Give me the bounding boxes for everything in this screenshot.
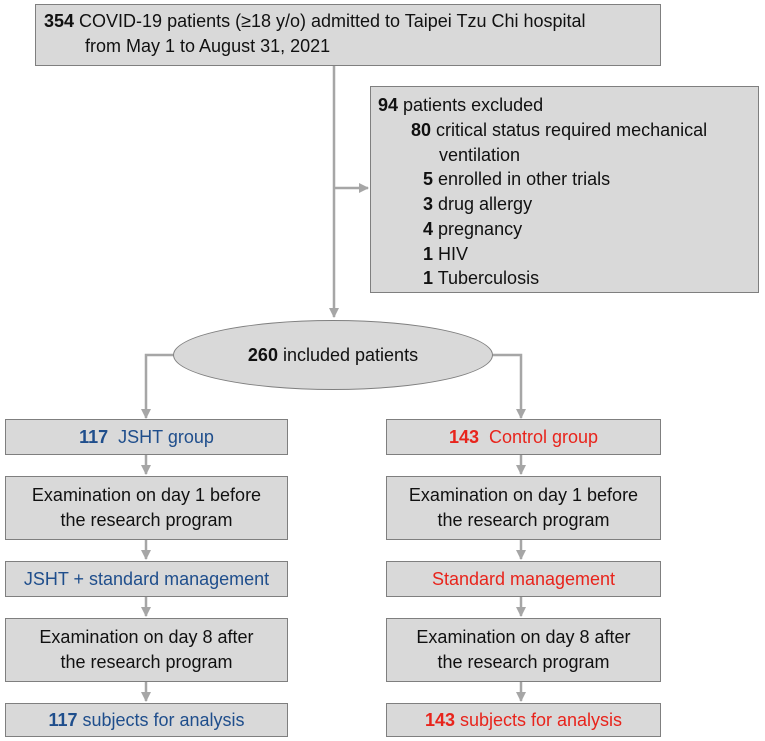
- jsht-group-label: JSHT group: [108, 426, 214, 447]
- excluded-item-text: Tuberculosis: [433, 268, 540, 288]
- jsht-treatment-box: JSHT + standard management: [5, 561, 288, 597]
- arrow-to-control-group: [493, 353, 526, 419]
- control-group-count: 143: [448, 426, 479, 447]
- excluded-item-count: 1: [423, 268, 434, 288]
- excluded-item-text: ventilation: [439, 145, 521, 165]
- excluded-item: 1 HIV: [423, 242, 468, 267]
- control-analysis-box: 143 subjects for analysis: [386, 703, 661, 737]
- excluded-item-count: 5: [423, 169, 434, 189]
- jsht-group-box: 117 JSHT group: [5, 419, 288, 455]
- enrolled-count: 354: [44, 11, 75, 31]
- excluded-item-count: 80: [411, 120, 432, 140]
- enrolled-patients-box: 354 COVID-19 patients (≥18 y/o) admitted…: [35, 4, 661, 66]
- excluded-item: 4 pregnancy: [423, 217, 522, 242]
- enrolled-description: COVID-19 patients (≥18 y/o) admitted to …: [74, 11, 586, 31]
- excluded-item: 1 Tuberculosis: [423, 266, 539, 291]
- jsht-analysis-text: 117 subjects for analysis: [48, 708, 244, 733]
- control-group-box: 143 Control group: [386, 419, 661, 455]
- excluded-label: patients excluded: [398, 95, 544, 115]
- jsht-group-text: 117 JSHT group: [79, 425, 214, 450]
- exam-day1-line: Examination on day 1 before: [31, 485, 262, 505]
- jsht-exam-day1-box: Examination on day 1 before the research…: [5, 476, 288, 540]
- excluded-item: 80 critical status required mechanical: [411, 118, 707, 143]
- exam-day1-line: the research program: [437, 510, 610, 530]
- excluded-item-continuation: ventilation: [439, 143, 520, 168]
- excluded-item-text: pregnancy: [433, 219, 523, 239]
- control-treatment-box: Standard management: [386, 561, 661, 597]
- control-analysis-label: subjects for analysis: [454, 709, 623, 730]
- jsht-group-count: 117: [79, 426, 109, 447]
- control-treatment-label: Standard management: [431, 568, 616, 589]
- included-text: 260 included patients: [248, 345, 418, 366]
- jsht-treatment-label: JSHT + standard management: [23, 568, 270, 589]
- jsht-analysis-count: 117: [48, 709, 78, 730]
- included-label: included patients: [277, 344, 419, 365]
- control-exam-day8-box: Examination on day 8 after the research …: [386, 618, 661, 682]
- arrow-to-jsht-group: [141, 353, 173, 419]
- exam-day1-line: Examination on day 1 before: [408, 485, 639, 505]
- excluded-patients-box: 94 patients excluded 80 critical status …: [370, 86, 759, 293]
- enrolled-line-2: from May 1 to August 31, 2021: [85, 36, 331, 56]
- included-patients-ellipse: 260 included patients: [173, 320, 493, 390]
- jsht-analysis-label: subjects for analysis: [77, 709, 245, 730]
- exam-day8-line: Examination on day 8 after: [39, 627, 254, 647]
- control-analysis-count: 143: [424, 709, 455, 730]
- control-analysis-text: 143 subjects for analysis: [425, 708, 622, 733]
- excluded-item: 5 enrolled in other trials: [423, 167, 610, 192]
- excluded-item-text: critical status required mechanical: [431, 120, 708, 140]
- exam-day8-line: the research program: [60, 652, 233, 672]
- excluded-count: 94: [378, 95, 399, 115]
- excluded-item-text: HIV: [433, 244, 469, 264]
- excluded-item-count: 3: [423, 194, 434, 214]
- excluded-item: 3 drug allergy: [423, 192, 532, 217]
- included-count: 260: [247, 344, 278, 365]
- exam-day8-line: the research program: [437, 652, 610, 672]
- control-group-text: 143 Control group: [449, 425, 598, 450]
- jsht-exam-day8-box: Examination on day 8 after the research …: [5, 618, 288, 682]
- jsht-analysis-box: 117 subjects for analysis: [5, 703, 288, 737]
- exam-day1-line: the research program: [60, 510, 233, 530]
- excluded-item-text: drug allergy: [433, 194, 533, 214]
- control-group-label: Control group: [478, 426, 599, 447]
- enrolled-line-1: 354 COVID-19 patients (≥18 y/o) admitted…: [44, 9, 660, 34]
- exam-day8-line: Examination on day 8 after: [416, 627, 631, 647]
- excluded-header: 94 patients excluded: [378, 93, 543, 118]
- excluded-item-text: enrolled in other trials: [433, 169, 611, 189]
- excluded-item-count: 1: [423, 244, 434, 264]
- control-exam-day1-box: Examination on day 1 before the research…: [386, 476, 661, 540]
- excluded-item-count: 4: [423, 219, 434, 239]
